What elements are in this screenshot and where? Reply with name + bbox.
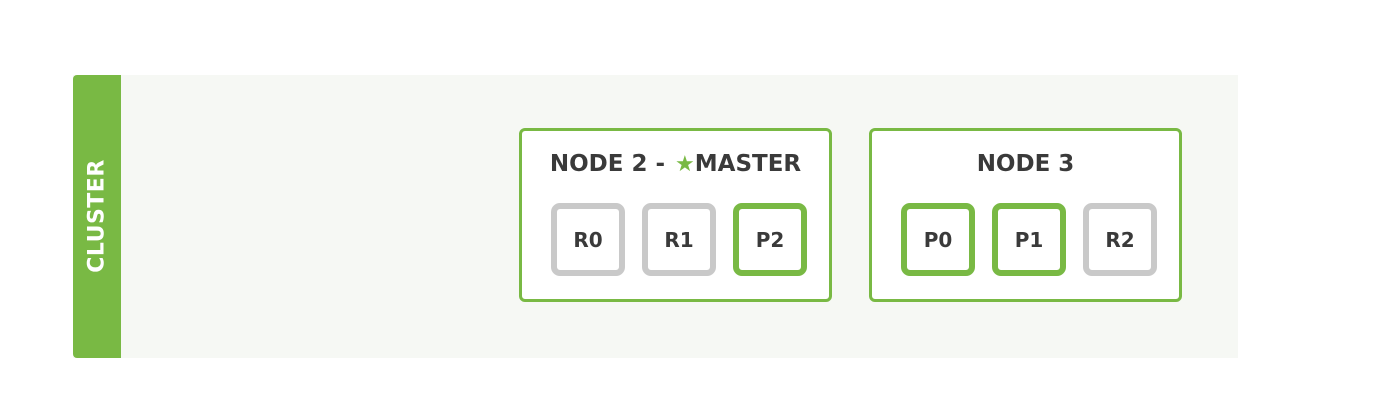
cluster-tab: CLUSTER: [73, 75, 121, 358]
cluster-panel: CLUSTER NODE 2 - ★MASTER R0 R1 P2 NODE 3…: [73, 75, 1238, 358]
shard-p0: P0: [901, 203, 975, 276]
shard-r1: R1: [642, 203, 716, 276]
node-3-title: NODE 3: [976, 151, 1075, 177]
shard-p1: P1: [992, 203, 1066, 276]
star-icon: ★: [675, 152, 695, 177]
cluster-label: CLUSTER: [84, 159, 110, 273]
node-2-name: NODE 2 -: [549, 151, 666, 177]
shard-r0: R0: [551, 203, 625, 276]
node-2-title: NODE 2 - ★MASTER: [522, 151, 829, 177]
master-label: MASTER: [694, 151, 802, 177]
node-3-box: NODE 3 P0 P1 R2: [869, 128, 1182, 302]
node-2-box: NODE 2 - ★MASTER R0 R1 P2: [519, 128, 832, 302]
shard-p2: P2: [733, 203, 807, 276]
shard-r2: R2: [1083, 203, 1157, 276]
